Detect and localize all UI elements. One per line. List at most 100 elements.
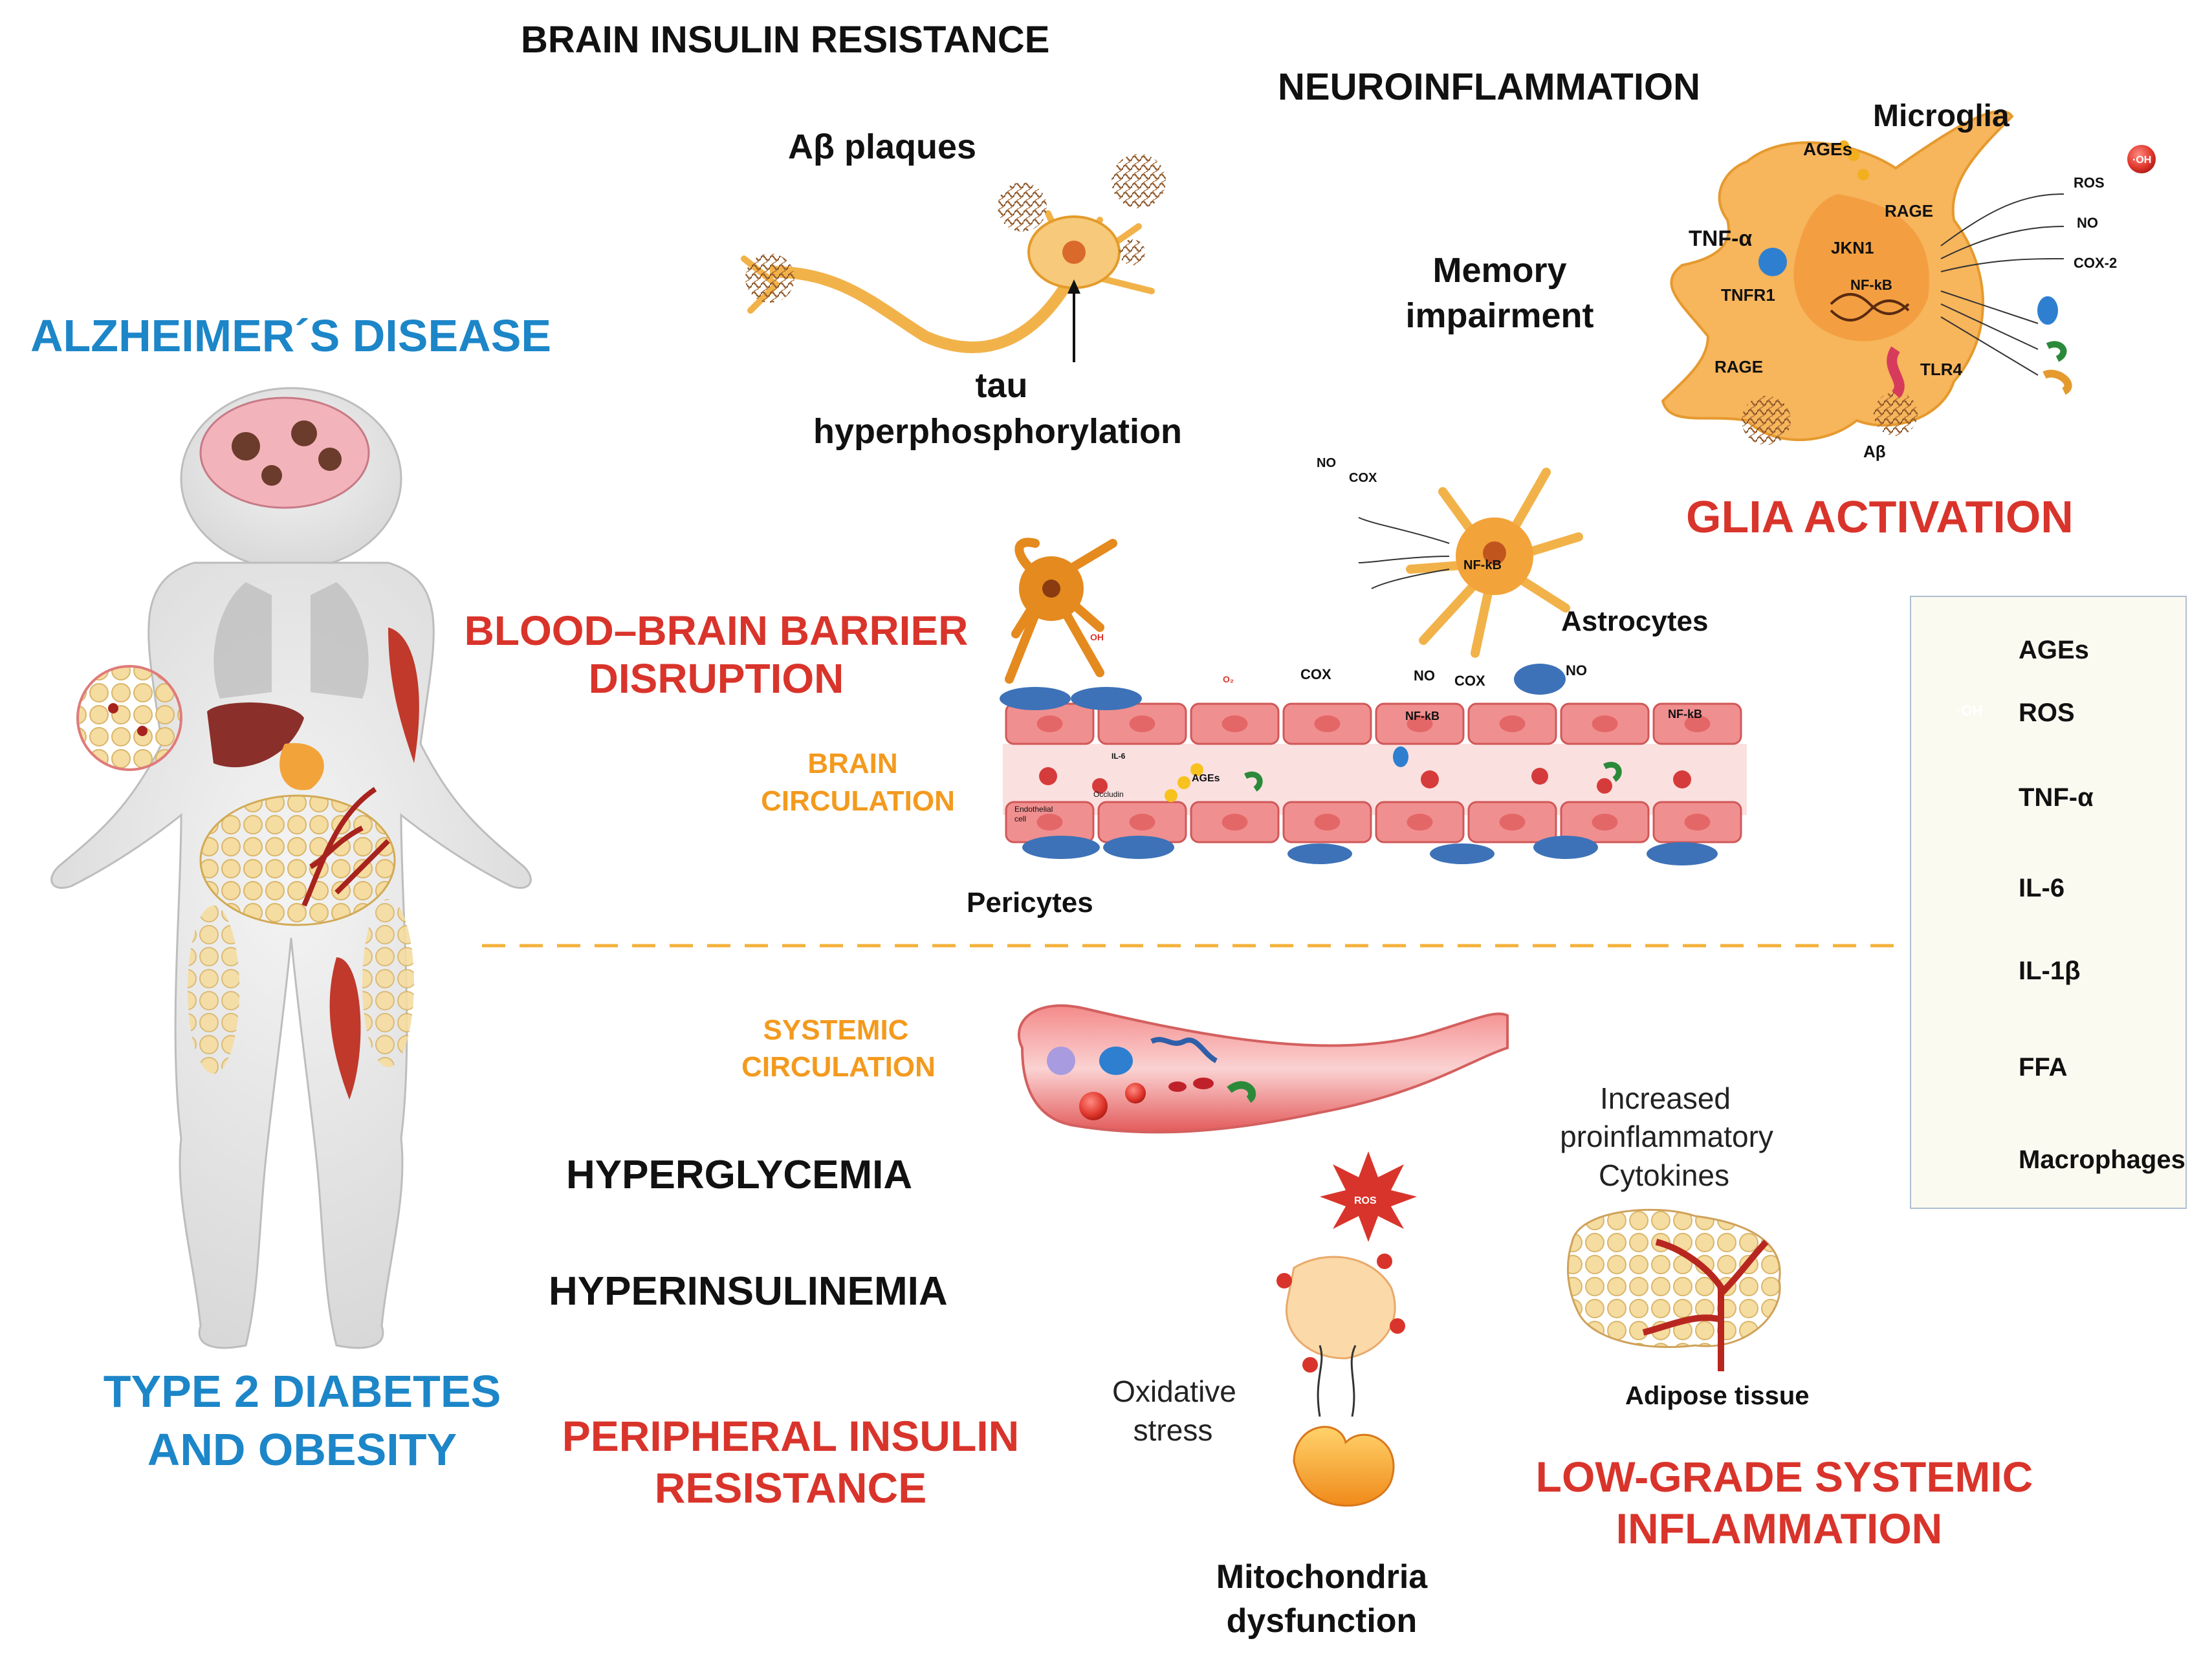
label-astrocytes: Astrocytes	[1561, 605, 1709, 637]
heading-brain-circulation-line2: CIRCULATION	[761, 785, 955, 817]
heading-low-grade-line1: LOW-GRADE SYSTEMIC	[1535, 1453, 2033, 1501]
astro-nfkb-label: NF-kB	[1463, 558, 1502, 572]
legend-label-il1b: IL-1β	[2019, 957, 2081, 985]
ros-burst-label: ROS	[1354, 1195, 1377, 1206]
cell-nucleus	[1221, 814, 1248, 831]
label-tau-line2: hyperphosphorylation	[813, 412, 1183, 451]
heading-bbb-line2: DISRUPTION	[588, 655, 844, 702]
nfkb-label: NF-kB	[1850, 277, 1892, 293]
label-pericytes: Pericytes	[967, 887, 1093, 918]
cell-nucleus	[1129, 814, 1155, 831]
barrier-occludin: Occludin	[1093, 790, 1124, 799]
body-figure	[50, 387, 532, 1349]
tnf-alpha-label: TNF-α	[1689, 226, 1752, 251]
barrier-cox-2: COX	[1454, 673, 1485, 689]
legend-label-macrophages: Macrophages	[2019, 1146, 2185, 1174]
heading-alzheimers: ALZHEIMER´S DISEASE	[30, 310, 552, 361]
label-memory-line2: impairment	[1405, 296, 1594, 335]
left-astrocyte-illustration	[1005, 538, 1117, 684]
cell-nucleus	[1407, 814, 1433, 831]
cell-nucleus	[1314, 715, 1341, 732]
cell-nucleus	[1221, 715, 1248, 732]
label-memory-line1: Memory	[1432, 251, 1567, 290]
legend-box: AGEs ROS TNF-α IL-6 IL-1β FFA Macrophage…	[1910, 596, 2187, 1209]
jkn1-label: JKN1	[1831, 238, 1874, 257]
legend-ros-glyph: ·OH	[1956, 702, 1983, 719]
label-tau-line1: tau	[975, 366, 1028, 405]
barrier-il6: IL-6	[1111, 752, 1126, 761]
legend-label-ffa: FFA	[2019, 1053, 2068, 1081]
cell-nucleus	[1592, 814, 1618, 831]
microglia-illustration	[1661, 109, 2156, 445]
heading-neuroinflammation: NEUROINFLAMMATION	[1278, 66, 1700, 108]
rage-bottom-label: RAGE	[1714, 357, 1763, 376]
barrier-endothelial-2: cell	[1014, 814, 1026, 823]
heading-low-grade-line2: INFLAMMATION	[1615, 1505, 1943, 1552]
pericytes	[1000, 664, 1718, 865]
heading-hyperinsulinemia: HYPERINSULINEMIA	[549, 1269, 948, 1314]
oh-label: ·OH	[2132, 155, 2151, 166]
label-mitochondria-line1: Mitochondria	[1216, 1558, 1428, 1596]
astro-cox-label: COX	[1349, 471, 1377, 485]
astrocyte-illustration	[1358, 468, 1583, 658]
heading-systemic-circulation-line1: SYSTEMIC	[763, 1014, 909, 1046]
barrier-nfkb-2: NF-kB	[1668, 708, 1702, 721]
label-oxidative-line2: stress	[1133, 1413, 1213, 1447]
cell-nucleus	[1036, 814, 1063, 831]
ab-label: Aβ	[1863, 442, 1886, 461]
ros-label: ROS	[2074, 175, 2105, 191]
heading-t2d-line2: AND OBESITY	[147, 1424, 457, 1475]
heading-hyperglycemia: HYPERGLYCEMIA	[566, 1153, 913, 1197]
label-microglia: Microglia	[1873, 99, 2009, 133]
heading-t2d-line1: TYPE 2 DIABETES	[103, 1366, 501, 1417]
label-oxidative-line1: Oxidative	[1112, 1375, 1236, 1408]
cell-nucleus	[1129, 715, 1155, 732]
microglia-small-labels: AGEs RAGE TNF-α JKN1 TNFR1 NF-kB RAGE TL…	[1689, 139, 2151, 461]
label-increased-line3: Cytokines	[1599, 1158, 1729, 1192]
systemic-vessel	[1018, 1004, 1509, 1134]
cox2-label: COX-2	[2074, 255, 2117, 271]
label-adipose-tissue: Adipose tissue	[1625, 1382, 1810, 1410]
cell-nucleus	[1499, 814, 1526, 831]
neuron-illustration	[741, 154, 1166, 362]
barrier-ages: AGEs	[1192, 773, 1220, 784]
label-mitochondria-line2: dysfunction	[1226, 1602, 1418, 1640]
no-label: NO	[2077, 215, 2098, 231]
heading-brain-circulation-line1: BRAIN	[807, 748, 898, 779]
heading-peripheral-ir-line1: PERIPHERAL INSULIN	[562, 1412, 1020, 1460]
cell-nucleus	[1036, 715, 1063, 732]
barrier-nfkb-1: NF-kB	[1405, 710, 1440, 723]
label-ab-plaques: Aβ plaques	[788, 127, 977, 166]
cell-nucleus	[1407, 715, 1433, 732]
legend-label-tnf: TNF-α	[2019, 783, 2094, 812]
heading-brain-insulin-resistance: BRAIN INSULIN RESISTANCE	[521, 19, 1050, 61]
bbb-vessel	[1003, 702, 1747, 843]
barrier-no-1: NO	[1414, 668, 1435, 684]
label-increased-line1: Increased	[1599, 1081, 1731, 1115]
label-increased-line2: proinflammatory	[1560, 1120, 1773, 1153]
adipose-illustration	[1567, 1208, 1781, 1371]
heading-peripheral-ir-line2: RESISTANCE	[654, 1464, 927, 1512]
barrier-oh: OH	[1090, 632, 1104, 642]
astro-small-labels: NO COX NF-kB	[1317, 456, 1502, 572]
barrier-small-labels: COX NO COX NO NF-kB NF-kB AGEs IL-6 Occl…	[1014, 632, 1702, 823]
ages-label: AGEs	[1803, 139, 1852, 159]
barrier-no-2: NO	[1566, 662, 1587, 679]
cell-nucleus	[1684, 814, 1711, 831]
astro-no-label: NO	[1317, 456, 1336, 470]
heading-glia-activation: GLIA ACTIVATION	[1686, 492, 2074, 542]
tlr4-label: TLR4	[1920, 360, 1963, 379]
legend-label-ages: AGEs	[2019, 636, 2089, 664]
barrier-o2: O₂	[1223, 674, 1234, 684]
heading-systemic-circulation-line2: CIRCULATION	[741, 1051, 936, 1083]
heading-bbb-line1: BLOOD–BRAIN BARRIER	[464, 607, 969, 654]
legend-label-ros: ROS	[2019, 699, 2075, 727]
barrier-endothelial-1: Endothelial	[1014, 805, 1053, 814]
legend-label-il6: IL-6	[2019, 874, 2065, 902]
oxidative-stress-illustration	[1276, 1151, 1417, 1507]
cell-nucleus	[1499, 715, 1526, 732]
cell-nucleus	[1684, 715, 1711, 732]
cell-nucleus	[1314, 814, 1341, 831]
cell-nucleus	[1592, 715, 1618, 732]
